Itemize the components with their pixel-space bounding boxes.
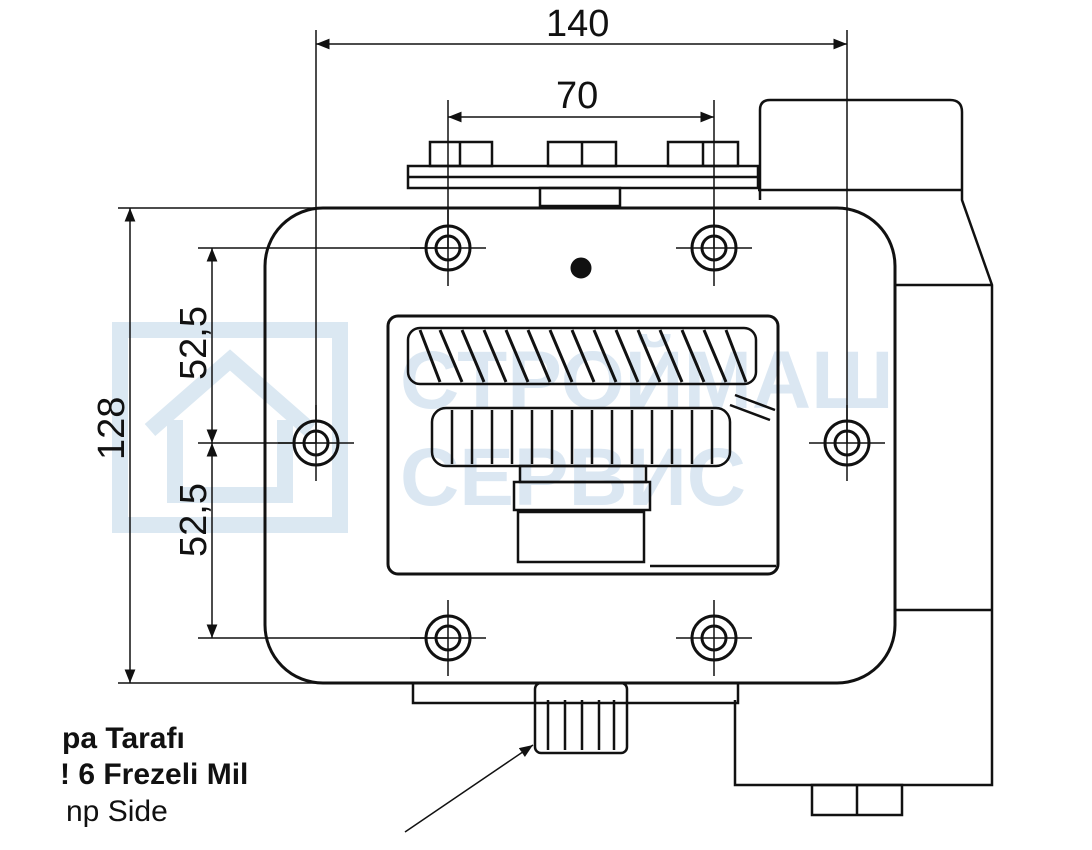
watermark-logo xyxy=(112,322,348,533)
lower-gear xyxy=(430,406,732,564)
label-line2: ! 6 Frezeli Mil xyxy=(60,758,249,791)
dim-half-lower: 52,5 xyxy=(173,483,215,557)
dim-half-upper: 52,5 xyxy=(173,306,215,380)
part-outline xyxy=(263,98,994,817)
leader-arrow xyxy=(404,744,534,833)
label-line1: pa Tarafı xyxy=(62,722,185,755)
bottom-plate xyxy=(411,681,740,705)
spline-shaft xyxy=(533,681,629,755)
label-line3: np Side xyxy=(66,795,168,828)
upper-gear xyxy=(406,326,758,386)
right-housing xyxy=(733,98,994,787)
dimension-lines xyxy=(118,30,885,833)
dim-width-inner: 70 xyxy=(556,75,598,117)
dim-width-overall: 140 xyxy=(546,3,609,45)
dim-height-overall: 128 xyxy=(91,397,133,460)
